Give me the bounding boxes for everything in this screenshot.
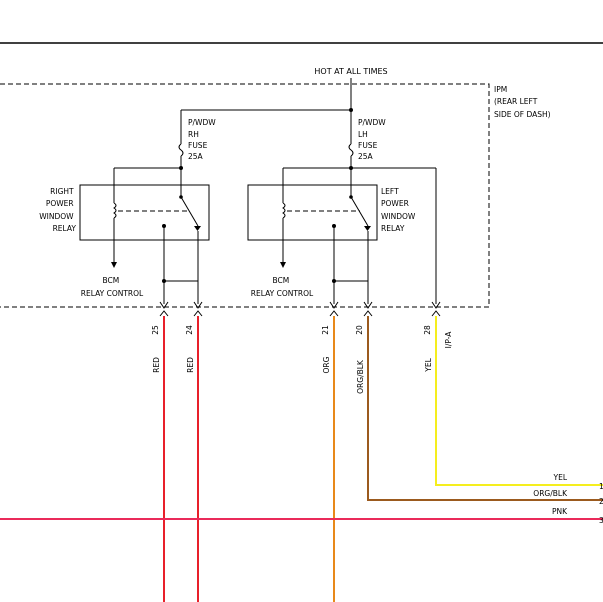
out-pin-2: 2: [599, 497, 603, 506]
out-pin-3: 3: [599, 516, 603, 525]
pin-number-20: 20: [355, 325, 364, 335]
left-relay-label: LEFT POWER WINDOW RELAY: [381, 187, 418, 233]
right-bcm-arrow: [111, 262, 117, 268]
ipm-label: IPM (REAR LEFT SIDE OF DASH): [494, 85, 551, 119]
wire-color-25: RED: [152, 357, 161, 373]
pin21-contact: [329, 310, 339, 317]
pin-number-28: 28: [423, 325, 432, 335]
right-bcm-label: BCM RELAY CONTROL: [81, 276, 144, 298]
right-relay-box: [79, 184, 210, 241]
left-relay-coil: [282, 202, 286, 219]
yellow-wire-pin28: [435, 316, 603, 486]
connector-chevrons: [159, 301, 441, 309]
right-relay-contact: [194, 226, 201, 231]
pin-number-24: 24: [185, 325, 194, 335]
right-relay-coil: [113, 202, 117, 219]
pin21-chevron: [329, 301, 339, 309]
wire-color-20: ORG/BLK: [356, 359, 365, 394]
pin-number-21: 21: [321, 325, 330, 335]
out-label-pnk: PNK: [552, 507, 568, 516]
right-relay-label: RIGHT POWER WINDOW RELAY: [39, 187, 76, 233]
wire-color-28: YEL: [424, 357, 433, 372]
out-label-yel: YEL: [553, 473, 568, 482]
ipm-enclosure: [0, 83, 490, 308]
connector-label: I/P-A: [444, 331, 453, 349]
pin25-contact: [159, 310, 169, 317]
right-relay-no-contact: [162, 224, 166, 228]
pin28-chevron: [431, 301, 441, 309]
left-relay-contact: [364, 226, 371, 231]
power-source-label: HOT AT ALL TIMES: [314, 67, 387, 76]
org-blk-wire-pin20: [367, 316, 603, 501]
pin24-chevron: [193, 301, 203, 309]
left-relay-box: [247, 184, 378, 241]
lh-fuse-symbol: [348, 143, 354, 157]
out-pin-1: 1: [599, 482, 603, 491]
left-relay-no-contact: [332, 224, 336, 228]
left-bcm-arrow: [280, 262, 286, 268]
pin24-contact: [193, 310, 203, 317]
rh-fuse-symbol: [178, 143, 184, 157]
pin28-contact: [431, 310, 441, 317]
left-relay-switch-arm: [350, 196, 369, 227]
wire-color-21: ORG: [322, 356, 331, 373]
out-label-orgblk: ORG/BLK: [533, 489, 568, 498]
pin20-chevron: [363, 301, 373, 309]
right-relay-switch-arm: [180, 196, 199, 227]
pin25-chevron: [159, 301, 169, 309]
wire-color-24: RED: [186, 357, 195, 373]
rh-fuse-label: P/WDW RH FUSE 25A: [188, 118, 218, 161]
pin-number-25: 25: [151, 325, 160, 335]
connector-contacts: [159, 310, 441, 317]
left-bcm-label: BCM RELAY CONTROL: [251, 276, 314, 298]
pin20-contact: [363, 310, 373, 317]
lh-fuse-label: P/WDW LH FUSE 25A: [358, 118, 388, 161]
